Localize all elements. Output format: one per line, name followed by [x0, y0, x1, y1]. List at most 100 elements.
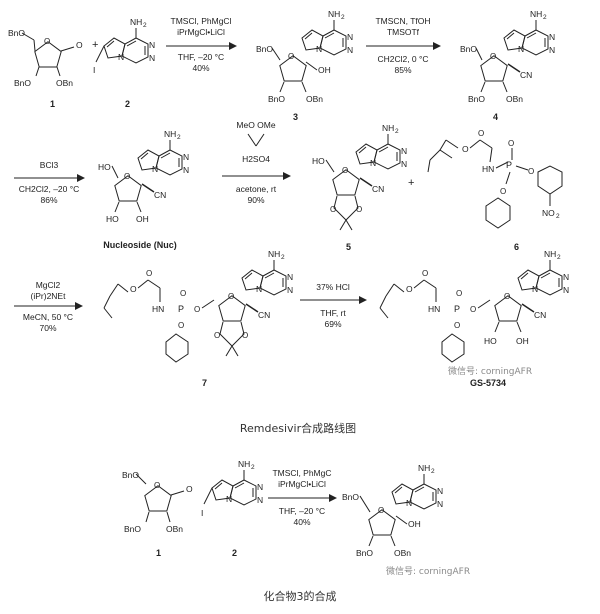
scheme2-compound1-carbonyl-o: O [186, 484, 193, 494]
scheme2-compound2-n-label: N [226, 494, 232, 504]
scheme2-compound3-nh2-sub: 2 [431, 468, 435, 475]
gs5734-n-label: N [532, 284, 538, 294]
scheme2-compound3-bond [395, 515, 408, 525]
nucleoside-furanose-ring [114, 175, 142, 202]
compound7-furanose-ring [218, 295, 246, 322]
compound1-bno: BnO [8, 28, 25, 38]
nucleoside-ho-2: HO [106, 214, 119, 224]
nucleoside-bond [111, 165, 119, 179]
compound4-n-label: N [549, 45, 555, 55]
step7-line2: iPrMgCl•LiCl [278, 479, 326, 489]
plus-sign: + [92, 39, 98, 51]
compound6-number: 6 [514, 242, 519, 252]
compound3-pyrrole-ring [301, 29, 324, 51]
compound5-ring-o: O [342, 166, 348, 175]
dimethoxypropane-bond [255, 133, 265, 147]
compound5-pyrrole-ring [355, 143, 378, 165]
scheme2-compound1-carbonyl [170, 490, 185, 496]
compound6-bond [515, 165, 529, 171]
scheme2-compound2-double-bond [214, 482, 223, 490]
scheme2-compound3-furanose-ring [368, 509, 396, 536]
nucleoside-ring-o: O [124, 172, 130, 181]
compound3-n-label: N [347, 45, 353, 55]
compound1-carbonyl-bond [60, 46, 75, 52]
compound3-nh2: NH [328, 9, 340, 19]
compound5-double-bond [358, 146, 367, 154]
scheme2-compound3-pyrrole-ring [391, 483, 414, 505]
nucleoside-pyrrole-ring [137, 149, 160, 171]
step3-line1: BCl3 [40, 160, 59, 170]
compound7-chain [117, 283, 129, 293]
step5-line3: MeCN, 50 °C [23, 312, 73, 322]
step3-line2: CH2Cl2, –20 °C [19, 184, 80, 194]
compound1-bond [33, 39, 36, 52]
scheme2-compound1-obn: OBn [166, 524, 183, 534]
compound4-n-label: N [518, 44, 524, 54]
scheme2-compound3-bond [359, 495, 371, 513]
compound2-double-bond [106, 40, 115, 48]
compound6-no2: NO [542, 208, 555, 218]
compound2-n-label: N [118, 52, 124, 62]
compound7-acetonide-o: O [242, 331, 248, 340]
compound5-bond [325, 159, 335, 173]
scheme2-compound1-furanose-ring [144, 485, 172, 512]
scheme2-compound3-nh2: NH [418, 463, 430, 473]
compound6-bond [445, 139, 459, 149]
scheme2-compound3-double-bond [394, 486, 403, 494]
compound7-hn: HN [152, 304, 164, 314]
compound2-n-label: N [149, 40, 155, 50]
compound4-bno: BnO [460, 44, 477, 54]
scheme2-compound2-iodo-bond [203, 487, 213, 505]
compound3-oh: OH [318, 65, 331, 75]
caption-scheme2: 化合物3的合成 [264, 589, 337, 603]
nucleoside-oh: OH [136, 214, 149, 224]
plus-sign-2: + [408, 177, 414, 189]
compound5-cn: CN [372, 184, 384, 194]
compound7-bond [147, 279, 161, 289]
step1-line3: THF, –20 °C [178, 52, 224, 62]
compound6-bond [427, 159, 431, 173]
compound4-double-bond [506, 32, 515, 40]
scheme2-compound2-double-bond [234, 482, 245, 489]
compound5-n-label: N [401, 159, 407, 169]
compound4-nitrile-bond [507, 63, 521, 73]
bond-layer [21, 20, 563, 547]
compound6-bond [469, 139, 481, 149]
compound6-bond [505, 171, 511, 185]
gs5734-phenoxy-o: O [454, 321, 460, 330]
compound6-phenoxy-o: O [500, 187, 506, 196]
compound7-methyl [225, 345, 233, 357]
gs5734-bond [413, 279, 425, 289]
step4-line3: acetone, rt [236, 184, 277, 194]
compound5-ho: HO [312, 156, 325, 166]
gs5734-phenyl-ring [441, 333, 465, 363]
compound7-phenoxy-o: O [178, 321, 184, 330]
compound7-methyl [231, 345, 239, 357]
compound3-bond [301, 81, 307, 93]
compound7-chain [103, 307, 113, 319]
compound6-ester-o: O [462, 144, 469, 154]
gs5734-ester-o-2: O [470, 305, 476, 314]
scheme2-compound3-bno: BnO [342, 492, 359, 502]
gs5734-chain [379, 295, 387, 309]
compound1-bond [56, 66, 61, 77]
compound1-bno-2: BnO [14, 78, 31, 88]
scheme2-compound1-bno: BnO [122, 470, 139, 480]
scheme2-compound3-bond [368, 535, 374, 547]
compound4-nh2: NH [530, 9, 542, 19]
scheme2-compound3-bno-2: BnO [356, 548, 373, 558]
scheme2-compound3-obn: OBn [394, 548, 411, 558]
compound1-furanose-ring [34, 41, 62, 68]
gs5734-n-label: N [563, 272, 569, 282]
compound1-carbonyl-o: O [76, 40, 83, 50]
compound7-n-label: N [287, 285, 293, 295]
compound3-bond [305, 61, 318, 71]
gs5734-p-o: O [456, 289, 462, 298]
compound7-nh2-sub: 2 [281, 254, 285, 261]
step7-line1: TMSCl, PhMgC [272, 468, 331, 478]
step1-line4: 40% [192, 63, 209, 73]
compound3-double-bond [324, 32, 335, 39]
arrow-layer [14, 42, 441, 502]
